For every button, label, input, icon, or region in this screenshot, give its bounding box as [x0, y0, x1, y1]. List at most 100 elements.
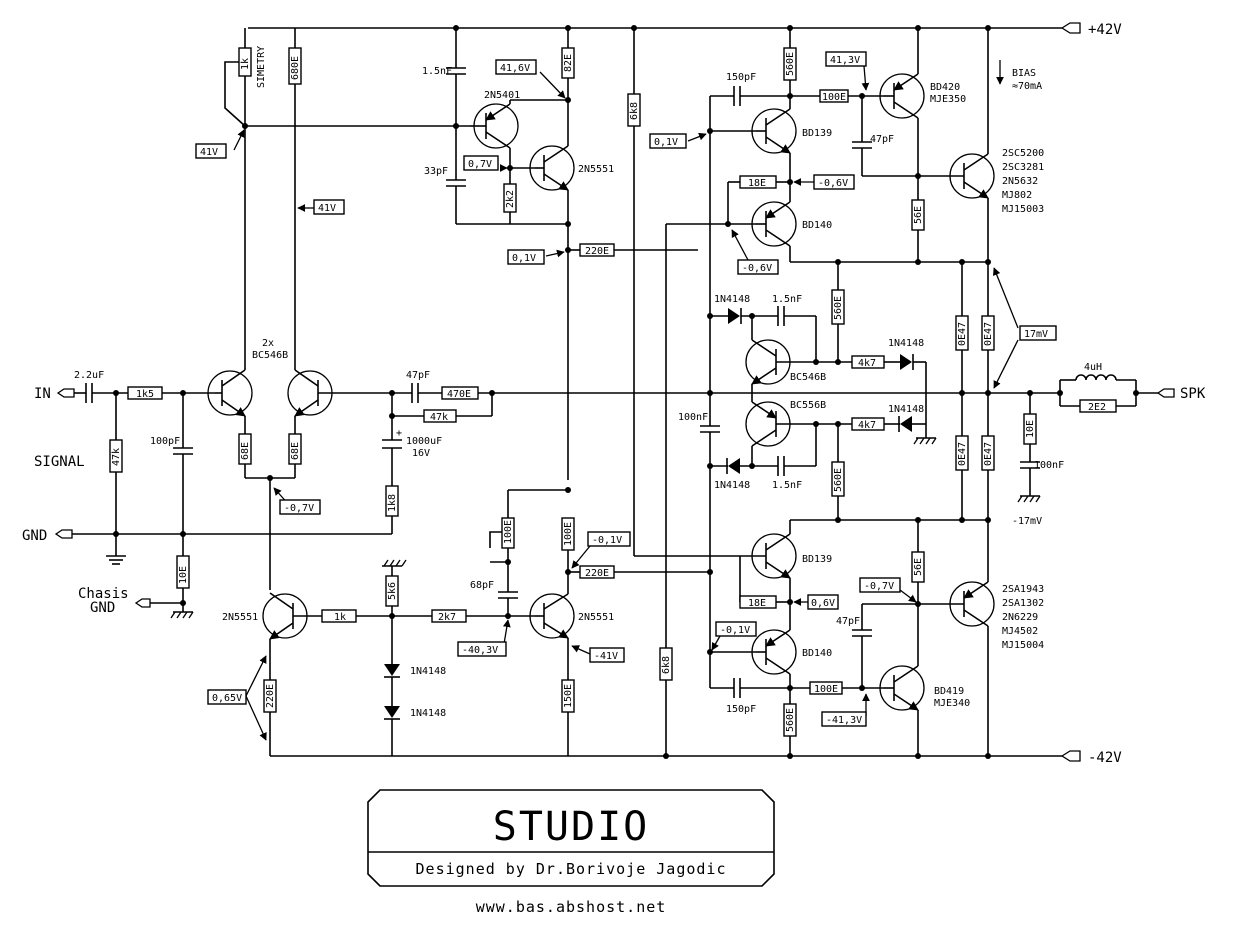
svg-text:470E: 470E [447, 389, 471, 400]
svg-text:1N4148: 1N4148 [410, 666, 446, 677]
vbe-resistor-560e-bottom: 560E [831, 461, 845, 497]
input-capacitor: 2.2uF [74, 370, 104, 403]
speaker-label: SPK [1180, 386, 1206, 402]
svg-text:2N5551: 2N5551 [222, 612, 258, 623]
vbe-resistor-4k7-top: 4k7 [851, 355, 885, 369]
svg-text:-0,6V: -0,6V [818, 178, 848, 189]
vas-transistor-2n5551-top [529, 145, 575, 191]
input-terminal: IN [34, 386, 75, 402]
svg-text:Chasis: Chasis [78, 586, 129, 602]
svg-text:BD139: BD139 [802, 128, 832, 139]
svg-text:2x: 2x [262, 338, 274, 349]
vbe-resistor-4k7-bottom: 4k7 [851, 417, 885, 431]
driver-capacitor-150pf-top: 150pF [726, 72, 756, 106]
svg-text:BD420: BD420 [930, 82, 960, 93]
svg-text:2N5551: 2N5551 [578, 612, 614, 623]
voltage-minus-0-1v-ccs: -0,1V [571, 531, 631, 569]
driver-transistor-bd140-top [751, 201, 797, 247]
voltage-minus-0-6v-b: -0,6V [731, 229, 779, 275]
svg-text:0E47: 0E47 [957, 442, 968, 466]
svg-text:1N4148: 1N4148 [714, 294, 750, 305]
svg-text:GND: GND [90, 600, 115, 616]
svg-text:1.5nF: 1.5nF [422, 66, 452, 77]
svg-text:100nF: 100nF [1034, 460, 1064, 471]
ccs-resistor-220e-emitter: 220E [263, 679, 277, 713]
svg-text:4uH: 4uH [1084, 362, 1102, 373]
svg-text:5k6: 5k6 [387, 582, 398, 600]
emitter-resistor-0e47-3: 0E47 [955, 435, 969, 471]
voltage-0-65v: 0,65V [207, 655, 267, 741]
voltage-41v-left: 41V [195, 129, 245, 159]
input-resistor-47k: 47k [109, 439, 123, 473]
title-text: STUDIO [493, 804, 650, 850]
svg-text:0E47: 0E47 [957, 322, 968, 346]
driver-resistor-18e-bottom: 18E [739, 595, 777, 609]
svg-text:2N5401: 2N5401 [484, 90, 520, 101]
chassis-terminal [134, 598, 151, 608]
svg-text:1N4148: 1N4148 [410, 708, 446, 719]
symmetry-pot: 1k SIMETRY [224, 46, 267, 127]
svg-text:1k: 1k [334, 612, 346, 623]
ccs-resistor-220e: 220E [579, 565, 615, 579]
vbe-resistor-560e-top: 560E [831, 289, 845, 325]
svg-text:MJE350: MJE350 [930, 94, 966, 105]
feedback-capacitor-47pf: 47pF [406, 370, 430, 403]
svg-text:SIMETRY: SIMETRY [256, 46, 267, 88]
voltage-0-1v-vas: 0,1V [507, 249, 565, 265]
svg-text:1N4148: 1N4148 [888, 404, 924, 415]
vas-resistor-2k2: 2k2 [503, 183, 517, 213]
svg-text:41V: 41V [318, 203, 336, 214]
svg-text:1N4148: 1N4148 [714, 480, 750, 491]
svg-text:2N5632: 2N5632 [1002, 176, 1038, 187]
svg-text:MJ15004: MJ15004 [1002, 640, 1044, 651]
ccs-resistor-150e: 150E [561, 679, 575, 713]
chassis-ground-symbol [170, 611, 194, 619]
driver-transistor-bd140-bottom [751, 629, 797, 675]
ccs-resistor-5k6: 5k6 [385, 575, 399, 607]
vbe-capacitor-1-5nf-top: 1.5nF [772, 294, 802, 326]
feedback-capacitor-1000uf: + 1000uF 16V [382, 428, 442, 459]
vbe-diode-3: 1N4148 [888, 338, 924, 370]
svg-text:560E: 560E [833, 468, 844, 492]
svg-text:2.2uF: 2.2uF [74, 370, 104, 381]
voltage-0-7v: 0,7V [463, 155, 508, 172]
ccs-transistor-left [262, 592, 322, 640]
voltage-minus-41v: -41V [571, 645, 625, 663]
svg-text:560E: 560E [833, 296, 844, 320]
svg-text:56E: 56E [913, 558, 924, 576]
svg-text:47pF: 47pF [406, 370, 430, 381]
svg-text:1000uF: 1000uF [406, 436, 442, 447]
svg-text:MJ15003: MJ15003 [1002, 204, 1044, 215]
bias-resistor-6k8-bottom: 6k8 [659, 647, 673, 681]
svg-text:-17mV: -17mV [1012, 516, 1042, 527]
feedback-resistor-47k: 47k [423, 409, 457, 423]
svg-text:150E: 150E [563, 684, 574, 708]
voltage-0-1v-driver: 0,1V [649, 132, 707, 149]
driver-resistor-100e-bottom: 100E [809, 681, 843, 695]
svg-text:68pF: 68pF [470, 580, 494, 591]
svg-text:BD140: BD140 [802, 648, 832, 659]
svg-text:-40,3V: -40,3V [462, 645, 498, 656]
input-transistor-left [207, 369, 253, 417]
svg-text:100pF: 100pF [150, 436, 180, 447]
website-text: www.bas.abshost.net [476, 898, 667, 916]
svg-text:100E: 100E [814, 684, 838, 695]
svg-text:220E: 220E [265, 684, 276, 708]
voltage-minus-0-1v-driver: -0,1V [711, 621, 757, 651]
predriver-transistor-bd420 [879, 73, 925, 119]
svg-text:150pF: 150pF [726, 704, 756, 715]
svg-text:680E: 680E [290, 56, 301, 80]
svg-text:-0,6V: -0,6V [742, 263, 772, 274]
output-resistor-56e-bottom: 56E [911, 551, 925, 583]
voltage-41-3v: 41,3V [825, 51, 870, 91]
vas-resistor-220e-top: 220E [579, 243, 615, 257]
svg-text:4k7: 4k7 [858, 420, 876, 431]
signal-label: SIGNAL [34, 454, 85, 470]
collector-resistor-680e: 680E [288, 47, 302, 85]
chassis-resistor-10e: 10E [176, 555, 190, 589]
svg-text:100E: 100E [822, 92, 846, 103]
vas-resistor-82e: 82E [561, 47, 575, 79]
svg-text:MJ802: MJ802 [1002, 190, 1032, 201]
driver-resistor-560e-bottom: 560E [783, 703, 797, 737]
